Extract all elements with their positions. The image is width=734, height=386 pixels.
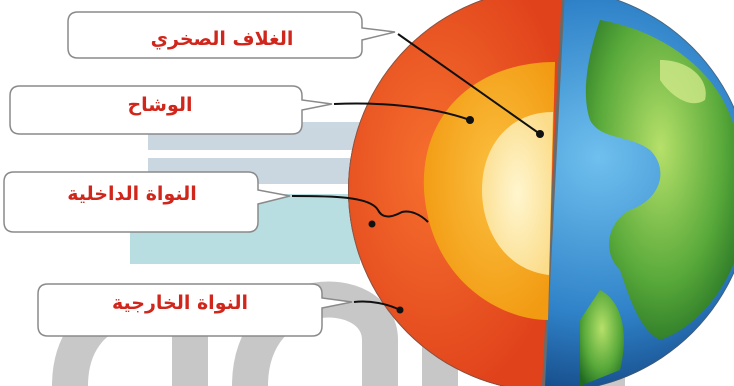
continent-land-2 bbox=[580, 290, 624, 386]
continent-land-3 bbox=[660, 60, 706, 104]
callout-crust: الغلاف الصخري bbox=[67, 11, 544, 138]
label-inner-core: النواة الداخلية bbox=[67, 183, 197, 205]
callout-box-mantle bbox=[9, 85, 333, 135]
pointer-dot-crust bbox=[536, 130, 544, 138]
callout-box-crust bbox=[67, 11, 396, 59]
label-crust: الغلاف الصخري bbox=[151, 28, 294, 51]
callout-inner-core: النواة الداخلية bbox=[3, 171, 429, 233]
callout-box-outer-core bbox=[37, 283, 353, 337]
callout-box-inner-core bbox=[3, 171, 291, 233]
leader-line-mantle bbox=[333, 102, 471, 121]
label-mantle: الوشاح bbox=[127, 94, 192, 116]
callout-mantle: الوشاح bbox=[9, 85, 474, 135]
label-outer-core: النواة الخارجية bbox=[112, 292, 248, 314]
leader-line-crust bbox=[397, 33, 541, 135]
leader-line-inner-core bbox=[291, 195, 429, 223]
pointer-dot-inner-core bbox=[368, 220, 376, 228]
earth-globe bbox=[348, 0, 734, 386]
inner-layer bbox=[482, 112, 553, 275]
callout-outer-core: النواة الخارجية bbox=[37, 283, 404, 337]
pointer-dot-mantle bbox=[466, 116, 474, 124]
pointer-dot-outer-core bbox=[396, 306, 404, 314]
